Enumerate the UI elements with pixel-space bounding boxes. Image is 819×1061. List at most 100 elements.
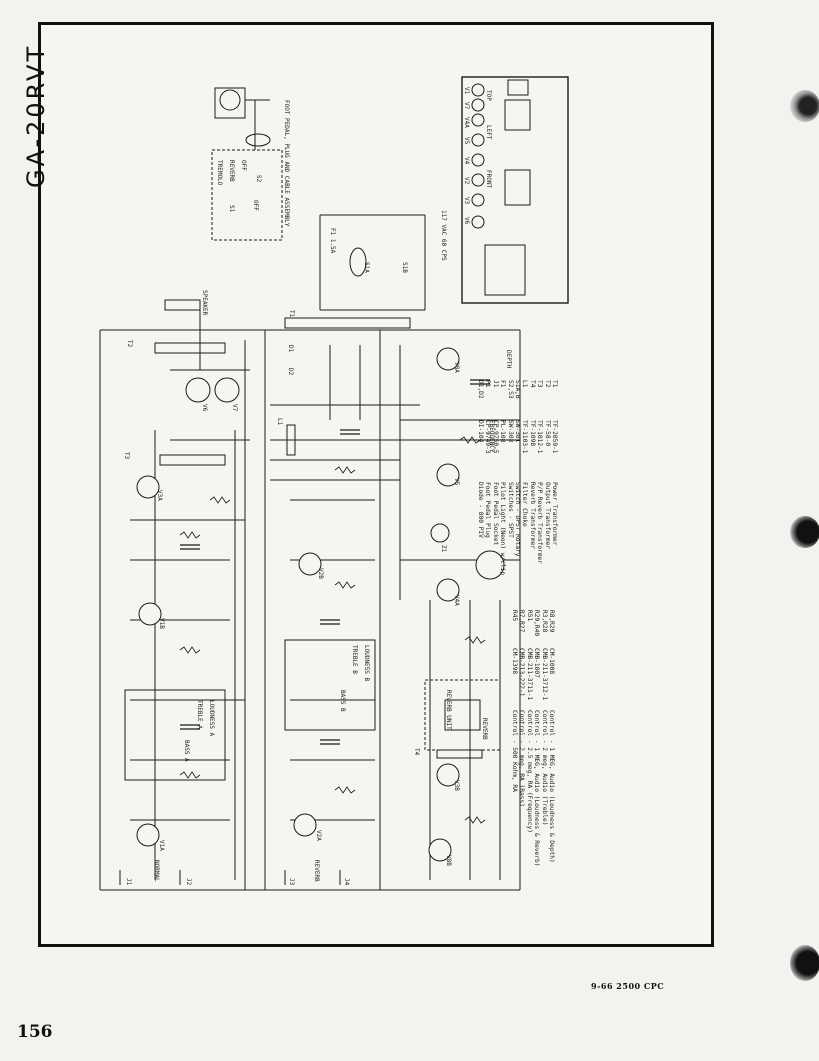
input-j2: J2 xyxy=(185,878,192,886)
tube-pos-v4: V4 xyxy=(463,157,470,165)
tube-layout-caption-left: LEFT xyxy=(485,125,492,140)
tube-pos-v5: V5 xyxy=(463,137,470,145)
controls-list-desc: Control - 1 MEG, Audio (Loudness & Depth… xyxy=(548,710,555,863)
footswitch-label-off-1: OFF xyxy=(240,160,247,171)
parts-list-pn: TF-1098 xyxy=(528,420,536,447)
control-bass-b: BASS B xyxy=(339,690,346,712)
parts-list-ref: T1 xyxy=(551,380,558,388)
control-loudness-a: LOUDNESS A xyxy=(208,700,215,737)
controls-list-ref: R29,R40 xyxy=(533,610,541,637)
tube-v7-label: V7 xyxy=(231,404,238,412)
footswitch-label-reverb: REVERB xyxy=(228,160,235,182)
control-bass-a: BASS A xyxy=(183,740,190,762)
tube-v4a-label: V4A xyxy=(453,595,460,606)
parts-list-desc: Foot Pedal Plug xyxy=(484,482,492,538)
controls-list-pn: CMB-213-222-1 xyxy=(518,648,526,697)
parts-list-ref: S1A,B xyxy=(513,380,521,399)
parts-list-ref: P1 xyxy=(484,380,492,388)
parts-list-pn: CP-9749-3 xyxy=(484,420,492,454)
tube-v2b-label: V2B xyxy=(317,568,324,579)
controls-list-pn: CM-1008 xyxy=(548,648,555,675)
controls-list-desc: Control - 2 meg, Audio (Treble) xyxy=(540,710,548,826)
parts-list-ref: T2 xyxy=(543,380,551,388)
choke-l1-label: L1 xyxy=(276,418,283,426)
reverb-unit-label: REVERB UNIT xyxy=(445,690,452,730)
controls-list-ref: R51 xyxy=(525,610,533,622)
controls-list-ref: R3,R28 xyxy=(540,610,548,633)
switch-s1a-label: S1A xyxy=(363,262,370,273)
parts-list-desc: Pilot Light (Neon) w/clip xyxy=(499,482,507,576)
tube-v3b-label: V3B xyxy=(453,780,460,791)
parts-list-pn: TF-2059-1 xyxy=(551,420,558,454)
footswitch-label-tremolo: TREMOLO xyxy=(216,160,223,186)
tube-v6-label: V6 xyxy=(201,404,208,412)
parts-list-desc: Switch - DPST Rotary xyxy=(513,482,521,557)
parts-list-pn: DI-104 xyxy=(476,420,484,443)
transformer-t4-label: T4 xyxy=(413,748,420,756)
tube-pos-v4a: V4A xyxy=(463,117,470,128)
controls-list-desc: Control - 500 Kohm, RA xyxy=(510,710,518,792)
parts-list-pn: TF-1012-1 xyxy=(536,420,544,454)
diode-d1-label: D1 xyxy=(287,345,294,353)
parts-list-ref: T4 xyxy=(528,380,536,388)
control-reverb: REVERB xyxy=(481,718,488,740)
controls-list-pn: CMB-1007 xyxy=(533,648,541,678)
parts-list-pn: CP-9750-5 xyxy=(491,420,499,454)
tube-v3a-label: V3A xyxy=(156,490,163,501)
tube-v5-label: V5 xyxy=(453,478,460,486)
footswitch-label-s1: S1 xyxy=(228,205,235,213)
control-treble-b: TREBLE B xyxy=(351,645,358,674)
control-loudness-b: LOUDNESS B xyxy=(363,645,370,682)
reverb-channel-label: REVERB xyxy=(313,860,320,882)
tube-pos-v7: V7 xyxy=(463,102,470,110)
power-input-label: 117 VAC 60 CPS xyxy=(440,210,447,261)
parts-list-pn: PL-108 xyxy=(499,420,507,443)
controls-list-ref: R45 xyxy=(510,610,518,622)
parts-list-desc: Power Transformer xyxy=(551,482,558,546)
tube-v2a-label: V2A xyxy=(315,830,322,841)
tube-pos-v1: V1 xyxy=(463,87,470,95)
controls-list-desc: Control - 2 meg, RA (Bass) xyxy=(518,710,526,807)
parts-list-ref: T3 xyxy=(536,380,544,388)
controls-list-desc: Control - 1 MEG, Audio (Loudness & Rever… xyxy=(533,710,541,867)
diode-d2-label: D2 xyxy=(287,368,294,376)
parts-list-desc: Output Transformer xyxy=(543,482,551,550)
parts-list-desc: Foot Pedal Socket xyxy=(491,482,499,546)
input-j1: J1 xyxy=(125,878,132,886)
page-number: 156 xyxy=(17,1022,53,1042)
punch-hole-top xyxy=(790,90,819,122)
tube-pos-v6: V6 xyxy=(463,217,470,225)
input-j4: J4 xyxy=(343,878,350,886)
parts-list-ref: D1,D2 xyxy=(476,380,484,399)
footswitch-label-off-2: OFF xyxy=(252,200,259,211)
punch-hole-middle xyxy=(790,516,819,548)
transformer-t1-label: T1 xyxy=(288,310,295,318)
parts-list-desc: P/P Reverb Transformer xyxy=(536,482,544,564)
parts-list-ref: J1 xyxy=(491,380,499,388)
control-depth: DEPTH xyxy=(505,350,512,369)
footswitch-label-s2: S2 xyxy=(255,175,262,183)
controls-list-ref: R8,R29 xyxy=(548,610,555,633)
parts-list-pn: SW-303 xyxy=(506,420,514,443)
parts-list-desc: Filter Choke xyxy=(521,482,529,527)
footer-code: 9-66 2500 CPC xyxy=(591,981,665,991)
fuse-label: F1 1.5A xyxy=(329,228,336,254)
parts-list-desc: Reverb Transformer xyxy=(528,482,536,550)
parts-list-desc: Diode - 800 PIV xyxy=(476,482,484,538)
tube-v8b-label: V8B xyxy=(445,855,452,866)
